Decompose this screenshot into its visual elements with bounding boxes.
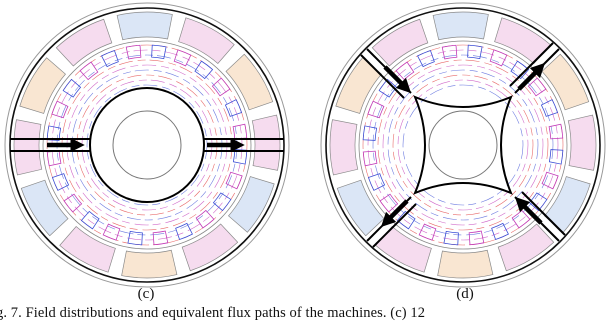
flux-contour (377, 59, 549, 231)
stator-slot (116, 11, 173, 41)
equivalent-flux-path (10, 87, 284, 203)
rotor-tooth (63, 193, 83, 213)
stator-slot (437, 249, 494, 279)
rotor-tooth (417, 49, 435, 68)
stator-slot (225, 53, 274, 111)
rotor-tooth (540, 99, 559, 117)
shaft (112, 110, 182, 180)
stator-slot (181, 223, 239, 272)
rotor-tooth (173, 49, 192, 67)
rotor-tooth (175, 222, 193, 241)
stator-outer-edge (325, 7, 601, 283)
flux-arrow-top-right (517, 62, 546, 91)
flux-arrow-bottom-right (514, 196, 543, 225)
rotor-tooth (195, 209, 215, 229)
rotor-tooth (468, 230, 485, 246)
stator-slot (432, 11, 489, 41)
stator-slot (251, 114, 281, 171)
rotor-tooth (194, 60, 214, 80)
rotor-tooth (510, 60, 530, 80)
stator-slot (329, 119, 359, 176)
rotor-tooth (51, 100, 69, 119)
rotor-tooth (62, 78, 82, 98)
flux-arrow-top-left (383, 65, 412, 94)
stator-yoke-line (358, 40, 568, 250)
stator-slot (567, 114, 597, 171)
stator-slot (19, 57, 66, 114)
rotor-tooth (127, 230, 143, 246)
rotor-tooth (362, 150, 378, 167)
stator-slot (13, 119, 43, 176)
rotor-tooth (101, 49, 119, 68)
rotor-tooth (379, 193, 399, 213)
flux-path-circle (89, 87, 205, 203)
flux-contour (402, 84, 524, 206)
rotor-tooth (418, 223, 437, 241)
caption-text: g. 7. Field distributions and equivalent… (0, 305, 426, 321)
rotor-tooth (79, 61, 99, 81)
flux-lines (362, 44, 564, 246)
rotor-tooth (491, 222, 509, 241)
flux-contour (372, 54, 554, 236)
rotor-tooth (467, 44, 483, 60)
flux-contour (382, 64, 544, 226)
stator-slot (371, 18, 429, 67)
rotor-tooth (367, 173, 386, 191)
rotor-tooth (51, 173, 70, 191)
rotor-tooth (541, 171, 559, 190)
rotor-tooth (125, 44, 142, 60)
rotor-tooth (362, 125, 378, 141)
flux-contour (397, 79, 529, 211)
stator-slot (55, 18, 113, 67)
panel-d-label: (d) (456, 286, 474, 302)
rotor-tooth (151, 44, 167, 60)
rotor-tooth (443, 230, 459, 246)
rotor-tooth (548, 123, 564, 140)
rotor-tooth (212, 192, 232, 212)
stator-slot (497, 223, 555, 272)
flux-contour (387, 69, 539, 221)
rotor-tooth (211, 77, 231, 97)
stator-slot (20, 179, 69, 237)
equivalent-flux-path (360, 42, 566, 248)
flux-contour (392, 74, 534, 216)
rotor-tooth (548, 149, 564, 165)
stator-slot (228, 176, 275, 233)
flux-path-square (413, 95, 513, 195)
rotor-tooth (80, 210, 100, 230)
stator-slot (336, 179, 385, 237)
stator-slot (541, 53, 590, 111)
stator-outer-edge (9, 7, 285, 283)
machine-c (4, 2, 290, 288)
flux-arrow-bottom-left (380, 199, 409, 228)
field-distribution-drawing (4, 2, 606, 288)
shaft (428, 110, 498, 180)
rotor-tooth (102, 223, 121, 241)
rotor-tooth (527, 77, 547, 97)
machine-d (320, 2, 606, 288)
rotor-tooth (152, 230, 169, 246)
flux-contour (362, 44, 564, 246)
panel-c-label: (c) (137, 286, 155, 302)
figure-caption: g. 7. Field distributions and equivalent… (0, 305, 611, 322)
rotor-tooth (396, 210, 416, 230)
rotor-tooth (225, 171, 243, 190)
rotor-tooth (489, 49, 508, 67)
rotor-tooth (441, 44, 458, 60)
rotor-tooth (224, 99, 243, 117)
rotor-tooth (367, 100, 385, 119)
stator-slot (121, 249, 178, 279)
flux-contour (367, 49, 559, 241)
stator-yoke-line (42, 40, 252, 250)
stator-slot (59, 226, 116, 273)
stator-slot (178, 17, 235, 64)
